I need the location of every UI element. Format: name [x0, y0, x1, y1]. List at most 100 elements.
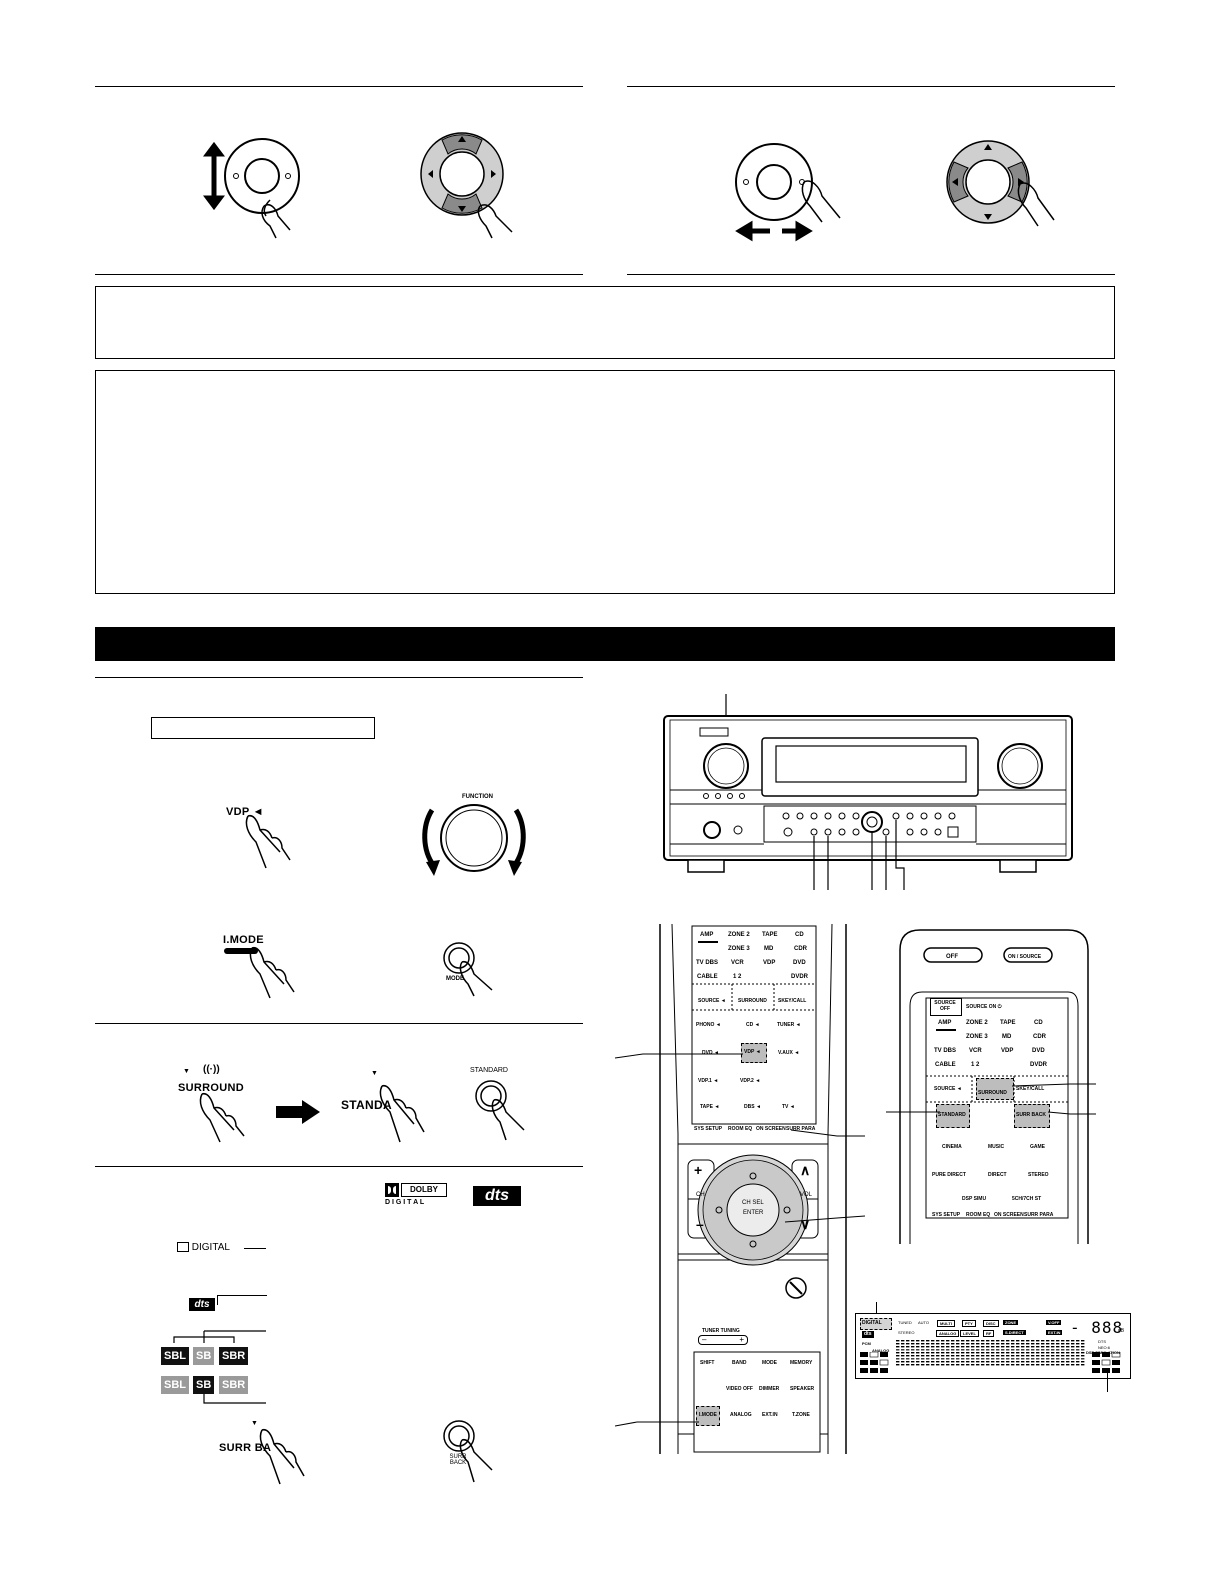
touch-tab-source-on[interactable]: SOURCE ON ⏻ [966, 1004, 1002, 1010]
remote-vol-up[interactable]: ∧ [800, 1162, 811, 1178]
touch-surr-back-highlight[interactable] [1014, 1104, 1050, 1128]
remote-in-dvd[interactable]: DVD ◄ [702, 1050, 719, 1056]
remote-enter-button[interactable]: ENTER [743, 1210, 764, 1216]
remote-speaker[interactable]: SPEAKER [790, 1386, 815, 1392]
remote-ch-minus[interactable]: – [696, 1216, 705, 1232]
touch-src-cdr[interactable]: CDR [1033, 1034, 1046, 1040]
remote-src-dvd[interactable]: DVD [793, 960, 806, 966]
remote-in-tv[interactable]: TV ◄ [782, 1104, 795, 1110]
remote-src-tvdbs[interactable]: TV DBS [696, 960, 719, 966]
touch-src-vcr[interactable]: VCR [969, 1048, 982, 1054]
touch-surround-key[interactable]: SURROUND [978, 1090, 1007, 1096]
remote-vdp-highlight[interactable] [741, 1043, 767, 1063]
touch-on-screen[interactable]: ON SCREEN [994, 1212, 1024, 1218]
remote-tuning-rocker[interactable]: –+ [698, 1335, 748, 1345]
touch-standard-key[interactable]: STANDARD [938, 1112, 966, 1118]
imode-key[interactable] [224, 948, 258, 954]
pad-up-down-illustration [203, 138, 300, 239]
remote-surround-key[interactable]: SURROUND [738, 998, 767, 1004]
sb-tree-lines [173, 1330, 266, 1404]
remote-imode-highlight[interactable] [696, 1406, 720, 1426]
touch-source-key[interactable]: SOURCE ◄ [934, 1086, 962, 1092]
remote-src-amp[interactable]: AMP [700, 932, 714, 938]
remote-band[interactable]: BAND [732, 1360, 747, 1366]
touch-src-12[interactable]: 1 2 [971, 1062, 980, 1068]
touch-surr-back-key[interactable]: SURR BACK [1016, 1112, 1046, 1118]
remote-dimmer[interactable]: DIMMER [759, 1386, 780, 1392]
remote-in-tuner[interactable]: TUNER ◄ [777, 1022, 801, 1028]
remote-src-zone2[interactable]: ZONE 2 [728, 932, 750, 938]
touch-pure-direct-key[interactable]: PURE DIRECT [932, 1172, 966, 1178]
touch-surr-para[interactable]: SURR PARA [1024, 1212, 1054, 1218]
touch-src-tvdbs[interactable]: TV DBS [934, 1048, 957, 1054]
touch-room-eq[interactable]: ROOM EQ [966, 1212, 991, 1218]
touch-tab-source-off[interactable] [930, 998, 962, 1016]
note-box-2 [95, 370, 1115, 594]
remote-in-dbs[interactable]: DBS ◄ [744, 1104, 761, 1110]
touch-src-cable[interactable]: CABLE [935, 1062, 956, 1068]
remote-memory[interactable]: MEMORY [790, 1360, 813, 1366]
touch-src-dvd[interactable]: DVD [1032, 1048, 1045, 1054]
display-extin: EXT.IN [1046, 1330, 1063, 1335]
remote-src-cd[interactable]: CD [795, 932, 804, 938]
remote-src-vcr[interactable]: VCR [731, 960, 744, 966]
touch-src-tape[interactable]: TAPE [1000, 1020, 1016, 1026]
remote-vol-down[interactable]: ∨ [800, 1216, 811, 1232]
dolby-digital-logo: DOLBY D I G I T A L [385, 1183, 449, 1209]
remote-in-vdp1[interactable]: VDP.1 ◄ [698, 1078, 719, 1084]
remote-src-dvdr[interactable]: DVDR [791, 974, 809, 980]
touch-sys-setup[interactable]: SYS SETUP [932, 1212, 961, 1218]
surr-back-press-hand [259, 1428, 305, 1485]
touch-direct-key[interactable]: DIRECT [988, 1172, 1007, 1178]
remote-in-phono[interactable]: PHONO ◄ [696, 1022, 721, 1028]
remote-src-md[interactable]: MD [764, 946, 774, 952]
remote-extin[interactable]: EXT.IN [762, 1412, 778, 1418]
touch-off-button[interactable]: OFF [946, 954, 958, 960]
touch-5ch7ch-key[interactable]: 5CH/7CH ST [1012, 1196, 1042, 1202]
remote-src-cable[interactable]: CABLE [697, 974, 718, 980]
remote-src-tape[interactable]: TAPE [762, 932, 778, 938]
remote-in-vdp2[interactable]: VDP.2 ◄ [740, 1078, 761, 1084]
remote-skey-key[interactable]: SKEY/CALL [778, 998, 807, 1004]
remote-surr-para[interactable]: SURR PARA [786, 1126, 816, 1132]
remote-analog[interactable]: ANALOG [730, 1412, 752, 1418]
touch-dsp-simu-key[interactable]: DSP SIMU [962, 1196, 987, 1202]
touch-src-cd[interactable]: CD [1034, 1020, 1043, 1026]
touch-on-source-button[interactable]: ON / SOURCE [1008, 954, 1042, 960]
touch-skey-key[interactable]: SKEY/CALL [1016, 1086, 1045, 1092]
remote-imode[interactable]: I.MODE [699, 1412, 717, 1418]
remote-room-eq[interactable]: ROOM EQ [728, 1126, 753, 1132]
touch-src-dvdr[interactable]: DVDR [1030, 1062, 1048, 1068]
remote-sys-setup[interactable]: SYS SETUP [694, 1126, 723, 1132]
remote-src-cdr[interactable]: CDR [794, 946, 807, 952]
touch-src-vdp[interactable]: VDP [1001, 1048, 1014, 1054]
remote-ch-plus[interactable]: + [694, 1162, 703, 1178]
remote-shift[interactable]: SHIFT [700, 1360, 715, 1366]
touch-music-key[interactable]: MUSIC [988, 1144, 1005, 1150]
remote-in-vaux[interactable]: V.AUX ◄ [778, 1050, 800, 1056]
touch-stereo-key[interactable]: STEREO [1028, 1172, 1049, 1178]
remote-on-screen[interactable]: ON SCREEN [756, 1126, 786, 1132]
remote-source-key[interactable]: SOURCE ◄ [698, 998, 726, 1004]
remote-src-zone3[interactable]: ZONE 3 [728, 946, 750, 952]
touch-standard-highlight[interactable] [936, 1104, 970, 1128]
remote-in-vdp[interactable]: VDP ◄ [744, 1049, 761, 1055]
indicator-line-1 [244, 1248, 266, 1249]
front-display [855, 1313, 1131, 1379]
touch-surround-highlight[interactable] [976, 1078, 1014, 1100]
vdp-press-hand [245, 814, 291, 869]
touch-cinema-key[interactable]: CINEMA [942, 1144, 962, 1150]
remote-src-12[interactable]: 1 2 [733, 974, 742, 980]
touch-src-md[interactable]: MD [1002, 1034, 1012, 1040]
remote-src-vdp[interactable]: VDP [763, 960, 776, 966]
remote-in-tape[interactable]: TAPE ◄ [700, 1104, 720, 1110]
remote-video-off[interactable]: VIDEO OFF [726, 1386, 753, 1392]
remote-in-cd[interactable]: CD ◄ [746, 1022, 760, 1028]
touch-src-amp[interactable]: AMP [938, 1020, 952, 1026]
touch-src-zone2[interactable]: ZONE 2 [966, 1020, 988, 1026]
touch-src-zone3[interactable]: ZONE 3 [966, 1034, 988, 1040]
remote-tzone[interactable]: T.ZONE [792, 1412, 810, 1418]
remote-mode[interactable]: MODE [762, 1360, 777, 1366]
touch-game-key[interactable]: GAME [1030, 1144, 1045, 1150]
sbl-indicator-on: SBL [161, 1347, 189, 1365]
